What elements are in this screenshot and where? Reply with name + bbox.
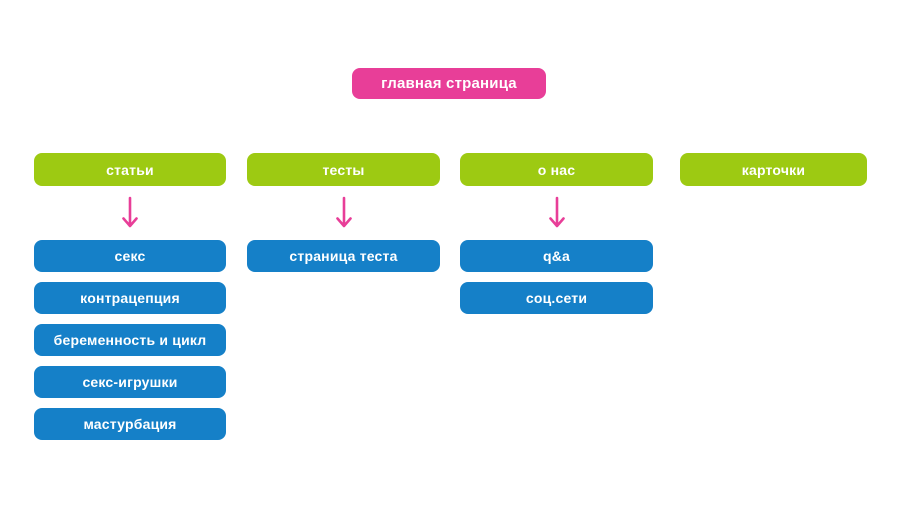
column-about-us: о нас q&a соц.сети	[460, 153, 653, 324]
node-sex[interactable]: секс	[34, 240, 226, 272]
node-sex-toys[interactable]: секс-игрушки	[34, 366, 226, 398]
node-contraception[interactable]: контрацепция	[34, 282, 226, 314]
node-tests[interactable]: тесты	[247, 153, 440, 186]
node-articles[interactable]: статьи	[34, 153, 226, 186]
node-cards[interactable]: карточки	[680, 153, 867, 186]
node-social-media[interactable]: соц.сети	[460, 282, 653, 314]
down-arrow-icon	[34, 186, 226, 240]
node-main-page[interactable]: главная страница	[352, 68, 546, 99]
node-qa[interactable]: q&a	[460, 240, 653, 272]
column-cards: карточки	[680, 153, 867, 186]
column-tests: тесты страница теста	[247, 153, 440, 282]
down-arrow-icon	[460, 186, 653, 240]
node-masturbation[interactable]: мастурбация	[34, 408, 226, 440]
column-articles: статьи секс контрацепция беременность и …	[34, 153, 226, 450]
node-about-us[interactable]: о нас	[460, 153, 653, 186]
down-arrow-icon	[247, 186, 440, 240]
node-pregnancy-and-cycle[interactable]: беременность и цикл	[34, 324, 226, 356]
node-test-page[interactable]: страница теста	[247, 240, 440, 272]
